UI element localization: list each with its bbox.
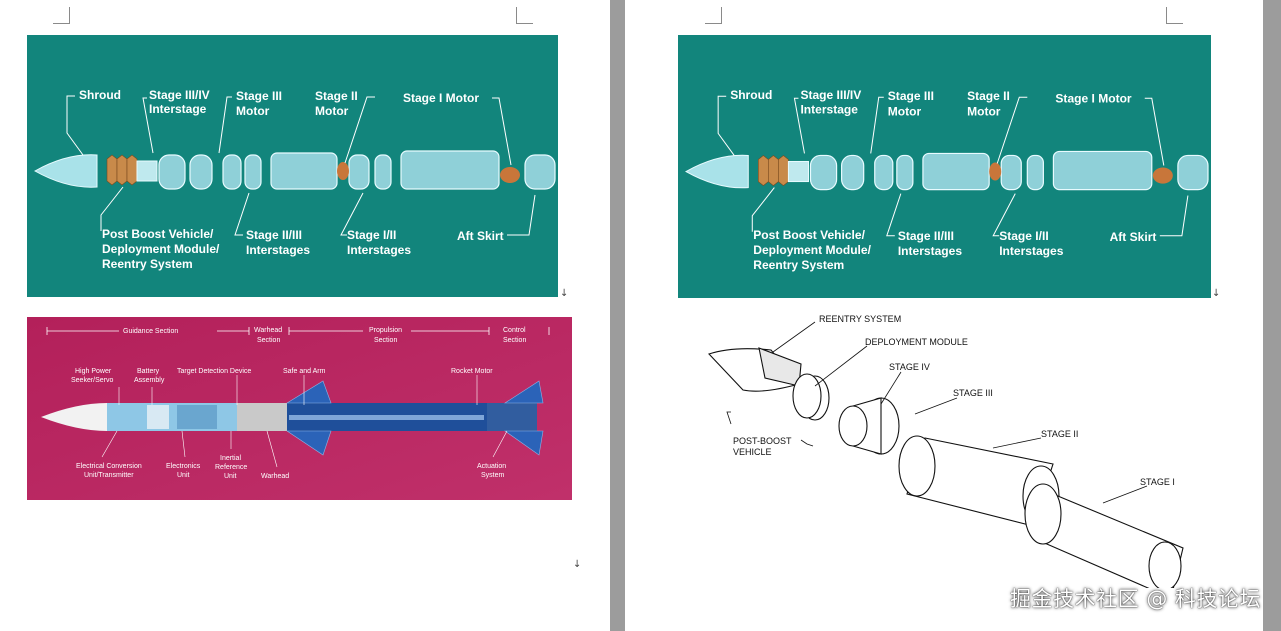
label-stage23-1: Stage II/III <box>898 229 954 243</box>
paragraph-mark: ↓ <box>1212 288 1221 299</box>
label-stage2-motor-2: Motor <box>315 104 349 118</box>
label-aft-skirt: Aft Skirt <box>457 229 504 243</box>
label-battery-2: Assembly <box>134 377 165 384</box>
label-electronics-1: Electronics <box>166 463 201 470</box>
label-stage-ii: STAGE II <box>1041 429 1078 439</box>
label-stage34-interstage-2: Interstage <box>149 102 207 116</box>
figure-exploded-missile-teal[interactable]: Shroud Stage III/IV Interstage Stage III… <box>27 35 558 297</box>
label-actuation-1: Actuation <box>477 463 506 470</box>
label-stage3-motor-1: Stage III <box>236 89 282 103</box>
label-stage23-1: Stage II/III <box>246 228 302 242</box>
label-shroud: Shroud <box>79 88 121 102</box>
label-pbv-2: Deployment Module/ <box>753 243 871 257</box>
watermark-text: 掘金技术社区 @ 科技论坛 <box>1010 587 1261 611</box>
label-pbv-3: Reentry System <box>102 257 193 271</box>
right-page: Shroud Stage III/IV Interstage Stage III… <box>625 0 1263 631</box>
label-stage3-motor-1: Stage III <box>888 89 934 103</box>
page-gutter <box>610 0 625 631</box>
label-seeker-2: Seeker/Servo <box>71 377 114 384</box>
label-pbv-2: Deployment Module/ <box>102 242 220 256</box>
page-corner-mark <box>1166 7 1183 24</box>
label-elec-conv-1: Electrical Conversion <box>76 463 142 470</box>
label-inertial-1: Inertial <box>220 455 241 462</box>
section-propulsion-1: Propulsion <box>369 327 402 334</box>
label-stage12-1: Stage I/II <box>347 228 396 242</box>
page-corner-mark <box>705 7 722 24</box>
section-propulsion-2: Section <box>374 337 397 344</box>
label-actuation-2: System <box>481 472 505 479</box>
section-warhead-1: Warhead <box>254 327 282 334</box>
figure-exploded-missile-teal-2[interactable]: Shroud Stage III/IV Interstage Stage III… <box>678 35 1211 298</box>
label-stage12-2: Interstages <box>999 244 1064 258</box>
label-reentry-system: REENTRY SYSTEM <box>819 314 901 324</box>
left-page: Shroud Stage III/IV Interstage Stage III… <box>0 0 610 631</box>
paragraph-mark: ↓ <box>573 559 582 570</box>
section-control-2: Section <box>503 337 526 344</box>
label-stage34-interstage-1: Stage III/IV <box>800 88 861 102</box>
label-stage-iii: STAGE III <box>953 388 993 398</box>
figure-cutaway-missile-magenta[interactable]: Guidance Section Warhead Section Propuls… <box>27 317 572 500</box>
label-stage1-motor: Stage I Motor <box>1055 91 1132 105</box>
label-stage-iv: STAGE IV <box>889 362 930 372</box>
label-stage2-motor-2: Motor <box>967 104 1001 118</box>
label-electronics-2: Unit <box>177 472 190 479</box>
label-stage34-interstage-2: Interstage <box>800 102 858 116</box>
label-stage23-2: Interstages <box>246 243 310 257</box>
label-safe-arm: Safe and Arm <box>283 368 326 375</box>
label-stage2-motor-1: Stage II <box>967 89 1010 103</box>
label-deployment-module: DEPLOYMENT MODULE <box>865 337 968 347</box>
label-stage2-motor-1: Stage II <box>315 89 358 103</box>
label-post-boost-1: POST-BOOST <box>733 436 792 446</box>
figure-line-drawing-stages[interactable]: REENTRY SYSTEM DEPLOYMENT MODULE STAGE I… <box>703 308 1193 588</box>
label-elec-conv-2: Unit/Transmitter <box>84 472 134 479</box>
label-warhead: Warhead <box>261 473 289 480</box>
label-stage12-2: Interstages <box>347 243 411 257</box>
page-gutter <box>1263 0 1281 631</box>
section-guidance: Guidance Section <box>123 328 178 335</box>
label-aft-skirt: Aft Skirt <box>1110 230 1157 244</box>
label-pbv-1: Post Boost Vehicle/ <box>102 227 214 241</box>
paragraph-mark: ↓ <box>560 288 569 299</box>
page-corner-mark <box>516 7 533 24</box>
label-stage23-2: Interstages <box>898 244 963 258</box>
label-post-boost-2: VEHICLE <box>733 447 772 457</box>
label-battery-1: Battery <box>137 368 160 375</box>
label-stage-i: STAGE I <box>1140 477 1175 487</box>
label-seeker-1: High Power <box>75 368 112 375</box>
section-control-1: Control <box>503 327 526 334</box>
label-pbv-3: Reentry System <box>753 258 844 272</box>
label-pbv-1: Post Boost Vehicle/ <box>753 228 865 242</box>
label-stage34-interstage-1: Stage III/IV <box>149 88 210 102</box>
label-inertial-2: Reference <box>215 464 247 471</box>
label-target-detection: Target Detection Device <box>177 368 251 375</box>
section-warhead-2: Section <box>257 337 280 344</box>
label-stage3-motor-2: Motor <box>888 104 922 118</box>
label-stage1-motor: Stage I Motor <box>403 91 479 105</box>
label-stage3-motor-2: Motor <box>236 104 270 118</box>
label-inertial-3: Unit <box>224 473 237 480</box>
label-rocket-motor: Rocket Motor <box>451 368 493 375</box>
label-shroud: Shroud <box>730 88 772 102</box>
page-corner-mark <box>53 7 70 24</box>
label-stage12-1: Stage I/II <box>999 229 1048 243</box>
